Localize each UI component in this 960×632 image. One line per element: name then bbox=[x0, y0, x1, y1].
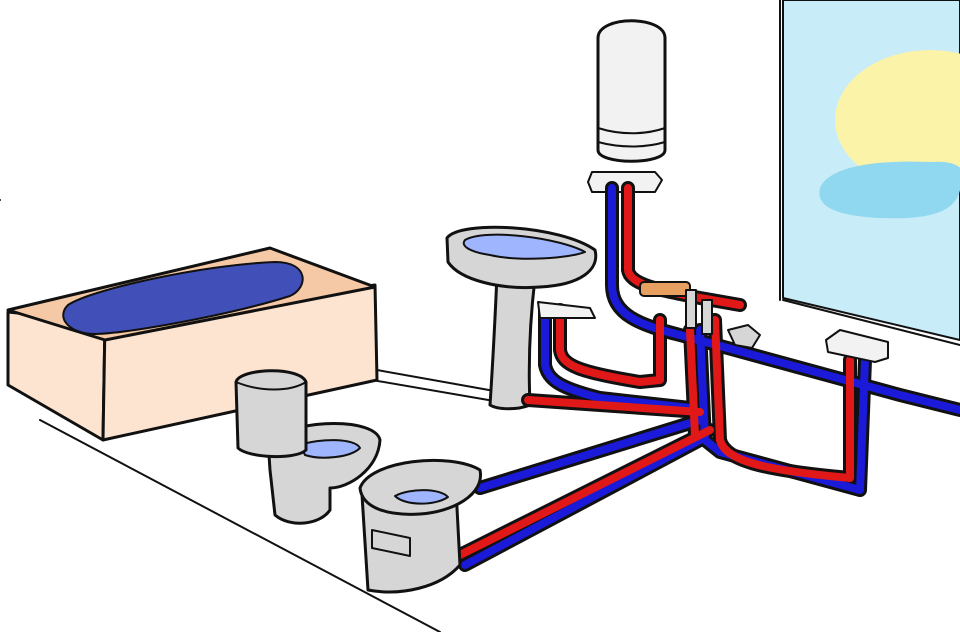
washbasin bbox=[445, 225, 598, 411]
manifold bbox=[639, 281, 761, 349]
valve-cold bbox=[685, 289, 697, 329]
valve-hot bbox=[701, 299, 713, 335]
bidet-water bbox=[394, 489, 449, 505]
bathtub bbox=[6, 246, 379, 442]
cold-pipes bbox=[461, 184, 960, 569]
shower-mixer bbox=[825, 329, 889, 363]
sink-fittings bbox=[537, 301, 596, 319]
bidet-bowl bbox=[358, 458, 482, 516]
room-outline bbox=[0, 0, 781, 632]
bidet bbox=[358, 458, 482, 594]
basin-water bbox=[462, 233, 586, 260]
boiler-tank bbox=[596, 19, 667, 163]
water-heater bbox=[587, 19, 667, 193]
toilet bbox=[234, 369, 382, 525]
sun-icon bbox=[835, 50, 960, 190]
valve-handle-icon bbox=[727, 324, 761, 349]
toilet-water bbox=[299, 439, 361, 459]
manifold-brass bbox=[639, 281, 691, 297]
pedestal bbox=[488, 273, 537, 411]
bath-water bbox=[62, 261, 304, 335]
toilet-tank bbox=[234, 369, 308, 459]
faucet-icon bbox=[825, 329, 889, 363]
cloud-icon bbox=[819, 161, 960, 219]
window bbox=[782, 0, 960, 346]
